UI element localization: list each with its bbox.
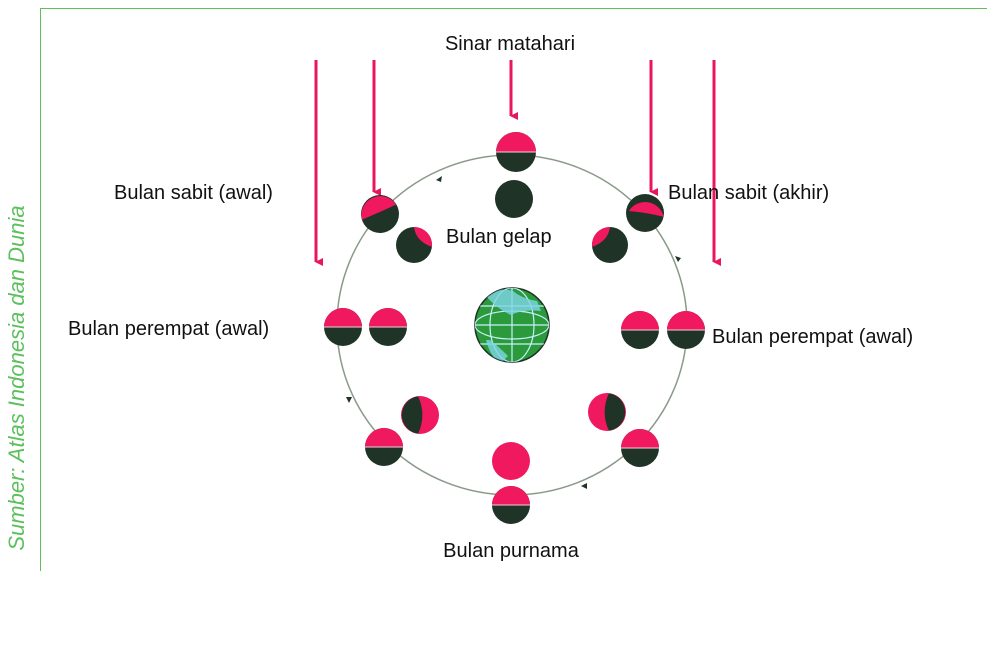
waning-crescent-label: Bulan sabit (akhir) bbox=[668, 182, 829, 204]
moon-phase-icon bbox=[667, 311, 705, 349]
moon-phase-diagram: Sinar matahari Bulan sabit (awal) Bulan … bbox=[68, 33, 913, 562]
frame-left-border bbox=[40, 8, 41, 571]
waxing-crescent-label: Bulan sabit (awal) bbox=[114, 182, 273, 204]
moon-phase-icon bbox=[361, 195, 399, 233]
moon-phase-icon bbox=[621, 311, 659, 349]
moon-phase-icon bbox=[492, 486, 530, 524]
orbit-direction-marker bbox=[346, 176, 681, 489]
quarter-left-label: Bulan perempat (awal) bbox=[68, 318, 269, 340]
moon-phase-icon bbox=[396, 226, 433, 263]
moon-phase-icon bbox=[401, 396, 439, 434]
moon-phase-icon bbox=[496, 132, 536, 172]
quarter-right-label: Bulan perempat (awal) bbox=[712, 326, 913, 348]
moon-phase-icon bbox=[324, 308, 362, 346]
moon-phase-icon bbox=[621, 429, 659, 467]
moon-phase-icon bbox=[591, 226, 628, 263]
sunlight-label: Sinar matahari bbox=[445, 33, 575, 55]
sun-rays bbox=[314, 60, 721, 266]
frame-top-border bbox=[40, 8, 987, 9]
moon-phase-icon bbox=[365, 428, 403, 466]
moon-phase-icon bbox=[369, 308, 407, 346]
earth-icon bbox=[474, 287, 550, 363]
new-moon-label: Bulan gelap bbox=[446, 226, 552, 248]
moon-phase-icon bbox=[588, 393, 626, 431]
moon-phase-icon bbox=[626, 194, 664, 232]
moon-phase-icon bbox=[495, 180, 533, 218]
moon-phase-icon bbox=[492, 442, 530, 480]
full-moon-label: Bulan purnama bbox=[443, 540, 580, 562]
